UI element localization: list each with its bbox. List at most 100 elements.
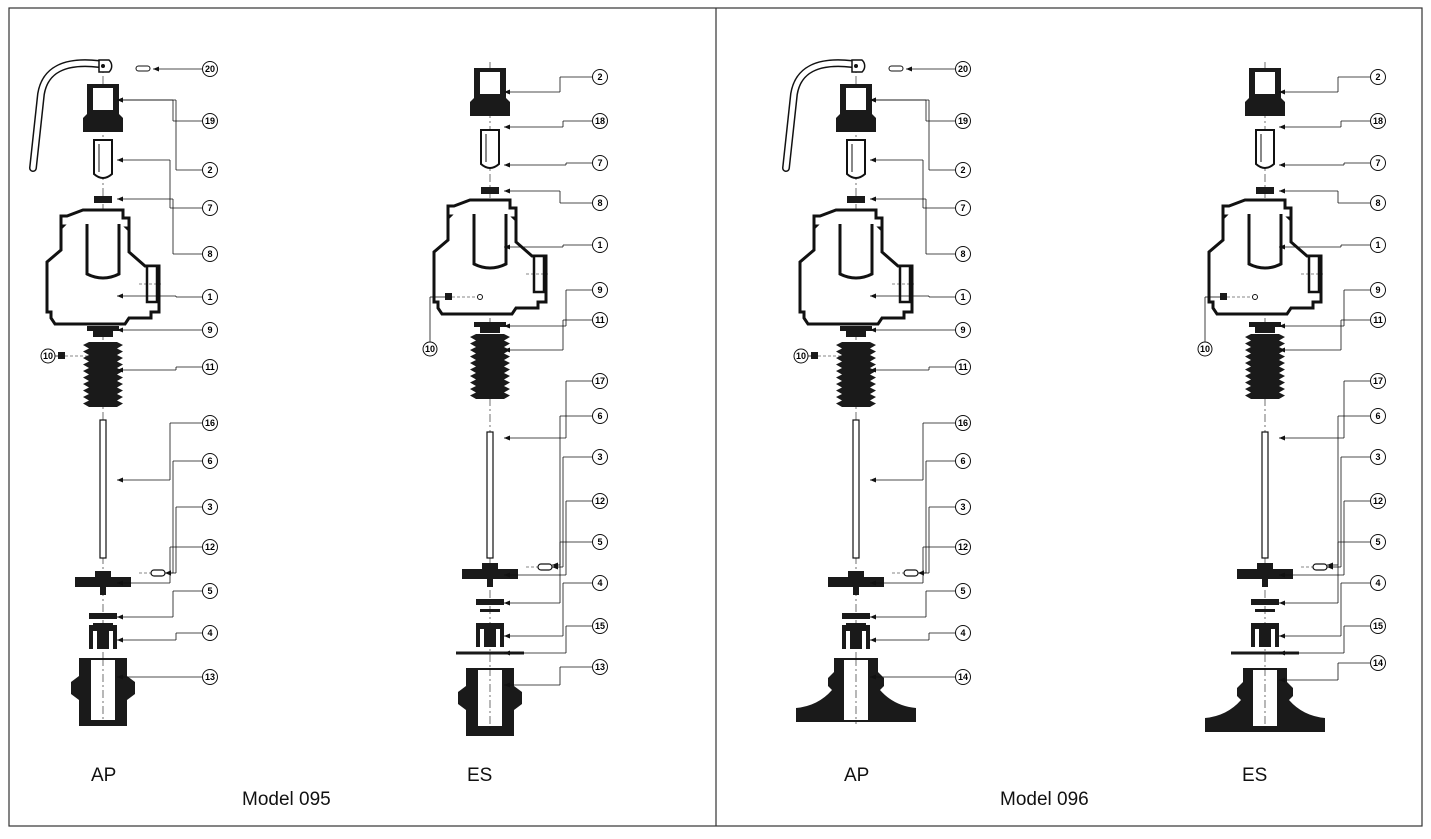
part-housing — [45, 208, 161, 326]
callout-bubble — [592, 618, 608, 634]
callout-number: 7 — [207, 203, 212, 213]
leader-arrow — [552, 564, 558, 570]
callout-bubble — [202, 162, 218, 178]
leader-arrow — [504, 600, 510, 606]
part-clip — [135, 65, 151, 72]
callout-bubble — [955, 539, 971, 555]
callout-number: 5 — [207, 586, 212, 596]
plug-hole — [1252, 294, 1258, 300]
callout-bubble — [1370, 534, 1386, 550]
callout-bubble — [1370, 237, 1386, 253]
callout-16: 16 — [117, 415, 218, 483]
leader-arrow — [504, 188, 510, 194]
callout-number: 9 — [597, 285, 602, 295]
part-pin — [150, 569, 166, 577]
leader-arrow — [117, 327, 123, 333]
callout-bubble — [955, 359, 971, 375]
callout-bubble — [955, 162, 971, 178]
callout-bubble — [955, 289, 971, 305]
leader-arrow — [870, 97, 876, 103]
callout-number: 15 — [1373, 621, 1383, 631]
callout-20: 20 — [906, 61, 971, 77]
callout-bubble — [793, 348, 809, 364]
part-washer — [94, 196, 112, 203]
callout-bubble — [955, 246, 971, 262]
callout-bubble — [1370, 69, 1386, 85]
callout-number: 10 — [43, 351, 53, 361]
leader-arrow — [870, 157, 876, 163]
callout-number: 17 — [595, 376, 605, 386]
leader-arrow — [117, 477, 123, 483]
callout-bubble — [955, 322, 971, 338]
callout-number: 12 — [205, 542, 215, 552]
leader-arrow — [870, 196, 876, 202]
callout-bubble — [202, 583, 218, 599]
part-bellows — [83, 342, 123, 407]
callout-bubble — [955, 499, 971, 515]
part-guide-tube — [1255, 129, 1275, 169]
leader-arrow — [1279, 124, 1285, 130]
part-guide-tube — [846, 139, 866, 179]
leader-arrow — [1279, 244, 1285, 250]
callout-bubble — [592, 195, 608, 211]
callout-number: 19 — [205, 116, 215, 126]
callout-number: 14 — [1373, 658, 1383, 668]
callout-9: 9 — [117, 322, 218, 338]
callout-2: 2 — [870, 97, 971, 178]
leader-arrow — [870, 637, 876, 643]
leader-arrow — [504, 244, 510, 250]
callout-bubble — [1370, 575, 1386, 591]
callout-bubble — [1197, 341, 1213, 357]
part-plug — [58, 352, 65, 359]
part-housing — [432, 198, 548, 316]
callout-bubble — [202, 200, 218, 216]
callout-bubble — [592, 575, 608, 591]
callout-number: 8 — [597, 198, 602, 208]
leader-arrow — [504, 682, 510, 688]
callout-number: 14 — [958, 672, 968, 682]
callout-number: 1 — [597, 240, 602, 250]
part-clip — [888, 65, 904, 72]
callout-bubble — [592, 534, 608, 550]
leader-arrow — [117, 637, 123, 643]
callout-number: 9 — [207, 325, 212, 335]
callout-17: 17 — [504, 373, 608, 441]
callout-number: 6 — [597, 411, 602, 421]
part-bellows — [470, 334, 510, 399]
callout-7: 7 — [1279, 155, 1386, 171]
leader-arrow — [117, 293, 123, 299]
callout-bubble — [202, 669, 218, 685]
part-stem — [1261, 431, 1269, 559]
part-gasket — [456, 651, 524, 655]
leader-arrow — [504, 323, 510, 329]
callout-12: 12 — [1279, 493, 1386, 578]
part-cage — [476, 623, 504, 647]
disc-nose — [853, 587, 859, 595]
callout-bubble — [1370, 195, 1386, 211]
callout-bubble — [1370, 449, 1386, 465]
callout-12: 12 — [117, 539, 218, 586]
part-ring — [476, 599, 504, 605]
callout-number: 20 — [958, 64, 968, 74]
callout-18: 18 — [1279, 113, 1386, 130]
callout-number: 1 — [1375, 240, 1380, 250]
callout-bubble — [202, 415, 218, 431]
callout-bubble — [592, 659, 608, 675]
callout-19: 19 — [117, 97, 218, 129]
part-seat — [87, 326, 119, 337]
leader-arrow — [117, 614, 123, 620]
leader-arrow — [504, 435, 510, 441]
part-seat — [1249, 322, 1281, 333]
part-stem — [99, 419, 107, 559]
model-label: Model 095 — [242, 789, 331, 810]
part-ring — [842, 613, 870, 619]
housing-bore — [472, 214, 508, 270]
callout-number: 12 — [958, 542, 968, 552]
part-washer — [847, 196, 865, 203]
leader-arrow — [918, 570, 924, 576]
leader-arrow — [870, 614, 876, 620]
